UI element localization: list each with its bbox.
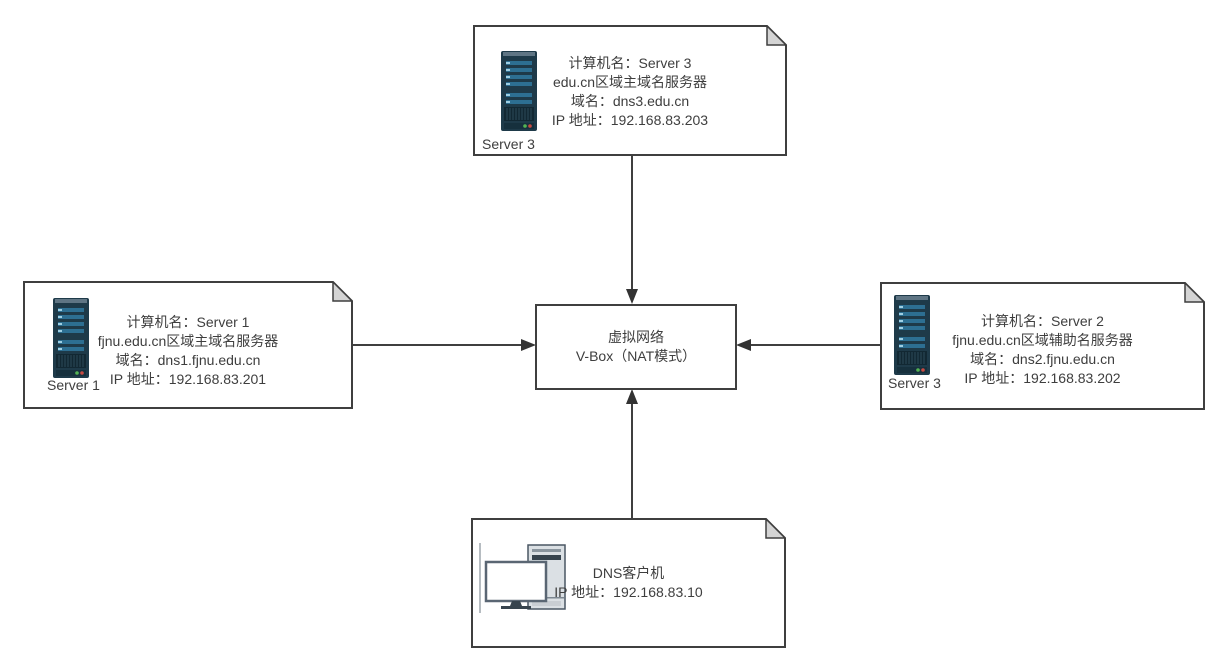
folded-corner bbox=[1184, 282, 1205, 303]
node-virtual-network[interactable]: 虚拟网络 V-Box（NAT模式） bbox=[535, 304, 737, 390]
node-dns-server-2[interactable]: 计算机名：Server 2 fjnu.edu.cn区域辅助名服务器 域名：dns… bbox=[880, 282, 1205, 410]
arrowhead-left bbox=[521, 339, 536, 351]
zone-role-line: edu.cn区域主域名服务器 bbox=[552, 74, 708, 90]
ip-address-line: IP 地址：192.168.83.203 bbox=[551, 112, 709, 128]
server-tower-icon bbox=[500, 49, 538, 138]
folded-corner bbox=[765, 518, 786, 539]
virtual-network-line1: 虚拟网络 bbox=[608, 329, 664, 345]
domain-name-line: 域名：dns2.fjnu.edu.cn bbox=[970, 351, 1115, 367]
icon-caption: Server 3 bbox=[888, 375, 941, 391]
arrowhead-top bbox=[626, 289, 638, 304]
ip-address-line: IP 地址：192.168.83.201 bbox=[109, 371, 267, 387]
desktop-computer-icon bbox=[479, 540, 569, 620]
folded-corner bbox=[766, 25, 787, 46]
document-outline bbox=[23, 281, 353, 409]
folded-corner bbox=[332, 281, 353, 302]
arrowhead-bottom bbox=[626, 389, 638, 404]
ip-address-line: IP 地址：192.168.83.202 bbox=[964, 370, 1121, 386]
client-name-line: DNS客户机 bbox=[592, 565, 665, 581]
icon-caption: Server 3 bbox=[482, 136, 535, 152]
server-tower-icon bbox=[52, 296, 90, 385]
zone-role-line: fjnu.edu.cn区域主域名服务器 bbox=[97, 333, 279, 349]
document-shape bbox=[880, 282, 1205, 410]
document-outline bbox=[880, 282, 1205, 410]
server-tower-icon bbox=[893, 293, 931, 382]
node-dns-server-1[interactable]: 计算机名：Server 1 fjnu.edu.cn区域主域名服务器 域名：dns… bbox=[23, 281, 353, 409]
node-info-text: 计算机名：Server 1 fjnu.edu.cn区域主域名服务器 域名：dns… bbox=[23, 313, 353, 389]
document-shape bbox=[23, 281, 353, 409]
computer-name-line: 计算机名：Server 3 bbox=[568, 55, 692, 71]
domain-name-line: 域名：dns1.fjnu.edu.cn bbox=[115, 352, 261, 368]
zone-role-line: fjnu.edu.cn区域辅助名服务器 bbox=[952, 332, 1133, 348]
document-shape bbox=[473, 25, 787, 156]
node-info-text: DNS客户机 IP 地址：192.168.83.10 bbox=[471, 564, 786, 602]
computer-name-line: 计算机名：Server 1 bbox=[126, 314, 250, 330]
arrowhead-right bbox=[736, 339, 751, 351]
computer-name-line: 计算机名：Server 2 bbox=[981, 313, 1104, 329]
virtual-network-line2: V-Box（NAT模式） bbox=[575, 348, 697, 364]
ip-address-line: IP 地址：192.168.83.10 bbox=[554, 584, 703, 600]
domain-name-line: 域名：dns3.edu.cn bbox=[570, 93, 690, 109]
document-outline bbox=[473, 25, 787, 156]
node-dns-server-3[interactable]: 计算机名：Server 3 edu.cn区域主域名服务器 域名：dns3.edu… bbox=[473, 25, 787, 156]
node-info-text: 计算机名：Server 3 edu.cn区域主域名服务器 域名：dns3.edu… bbox=[473, 54, 787, 130]
node-dns-client[interactable]: DNS客户机 IP 地址：192.168.83.10 bbox=[471, 518, 786, 648]
node-info-text: 计算机名：Server 2 fjnu.edu.cn区域辅助名服务器 域名：dns… bbox=[880, 312, 1205, 388]
icon-caption: Server 1 bbox=[47, 377, 100, 393]
